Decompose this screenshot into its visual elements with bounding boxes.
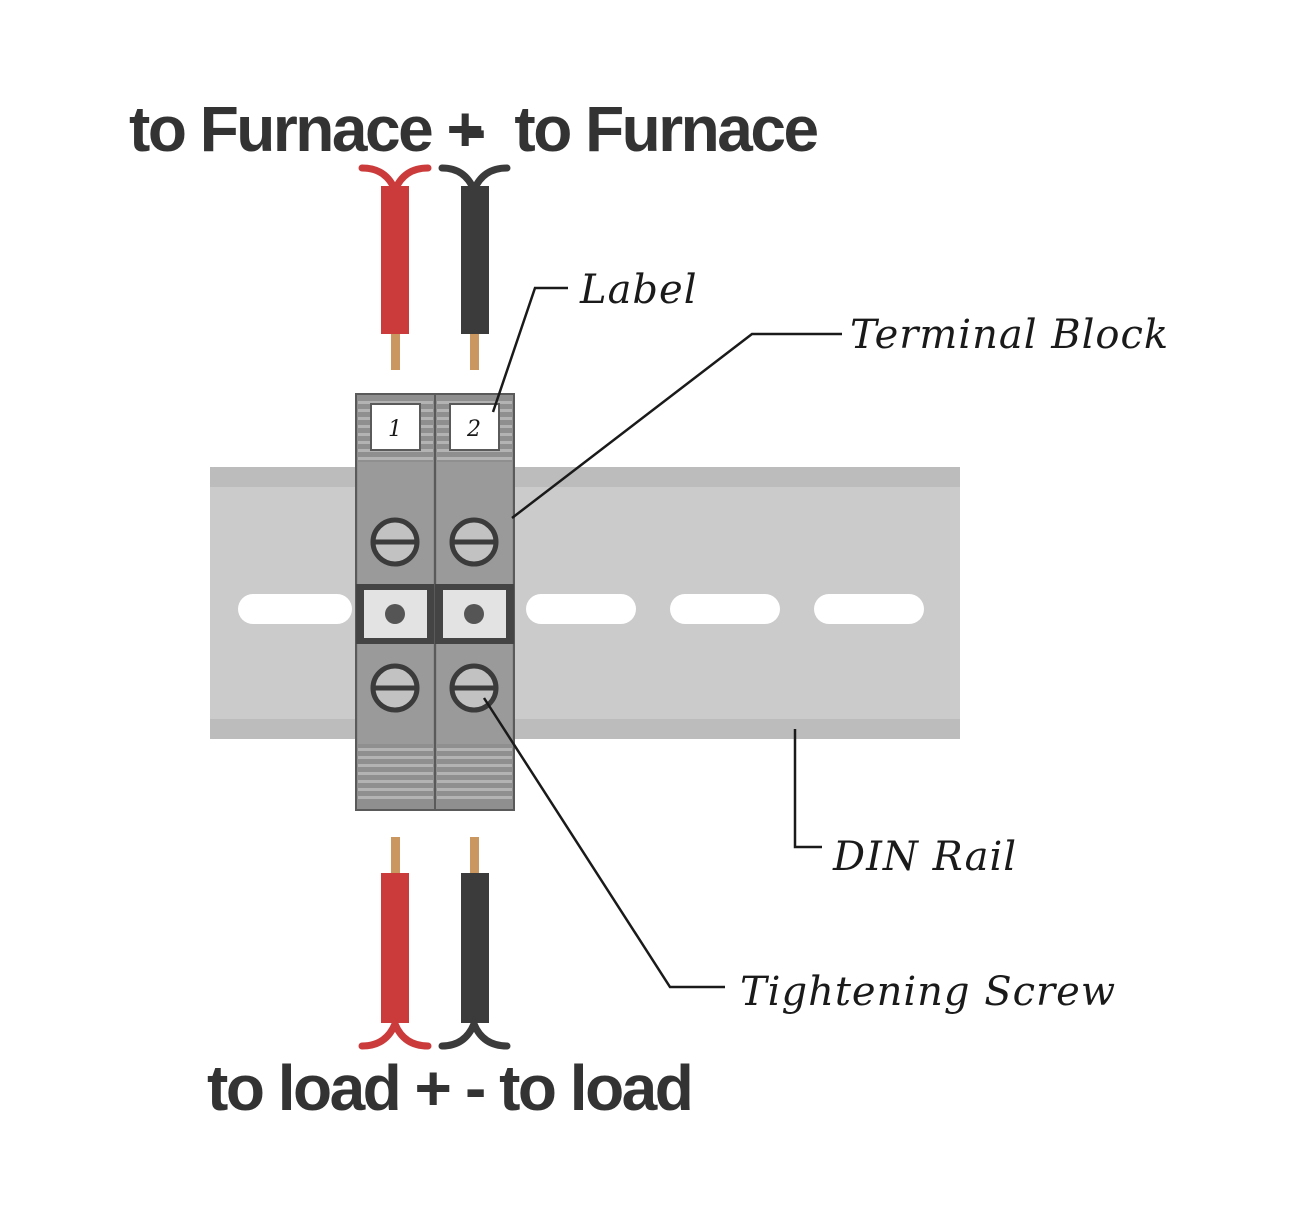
block-bottom-ridges	[358, 748, 433, 799]
rail-slot	[238, 594, 352, 624]
terminal-block-1: 1	[355, 393, 436, 811]
terminal-number-2: 2	[466, 417, 481, 442]
wire-bottom-positive	[358, 837, 432, 1050]
rail-slot	[670, 594, 780, 624]
terminal-block-2: 2	[434, 393, 515, 811]
block-bottom-ridges	[437, 748, 512, 799]
terminal-block-leader	[511, 332, 842, 519]
label-leader	[491, 286, 568, 413]
din-rail-leader	[793, 729, 822, 849]
copper-lead	[470, 837, 479, 873]
wire-top-positive	[358, 164, 432, 370]
callout-din-rail: DIN Rail	[832, 834, 1017, 880]
tightening-screw-bottom	[449, 663, 499, 713]
callout-label: Label	[579, 267, 697, 313]
copper-lead	[391, 334, 400, 370]
din-rail	[210, 467, 960, 739]
terminal-number-1: 1	[388, 417, 402, 442]
wire-bottom-negative	[438, 837, 511, 1050]
tightening-screw-top	[449, 517, 499, 567]
rail-slot	[526, 594, 636, 624]
wire-label-top-left: to Furnace +	[129, 93, 481, 165]
leader-lines	[482, 286, 842, 989]
tightening-screw-bottom	[370, 663, 420, 713]
label-plate	[370, 403, 421, 451]
tightening-screw-leader	[482, 697, 725, 989]
callout-tightening-screw: Tightening Screw	[740, 969, 1116, 1015]
copper-lead	[470, 334, 479, 370]
wire-label-top-right: - to Furnace	[465, 93, 817, 165]
wire-top-negative	[438, 164, 511, 370]
rail-slot	[814, 594, 924, 624]
tightening-screw-top	[370, 517, 420, 567]
callout-terminal-block: Terminal Block	[850, 312, 1169, 358]
wire-label-bottom-right: - to load	[465, 1052, 691, 1124]
label-plate	[449, 403, 500, 451]
copper-lead	[391, 837, 400, 873]
wire-label-bottom-left: to load +	[207, 1052, 450, 1124]
